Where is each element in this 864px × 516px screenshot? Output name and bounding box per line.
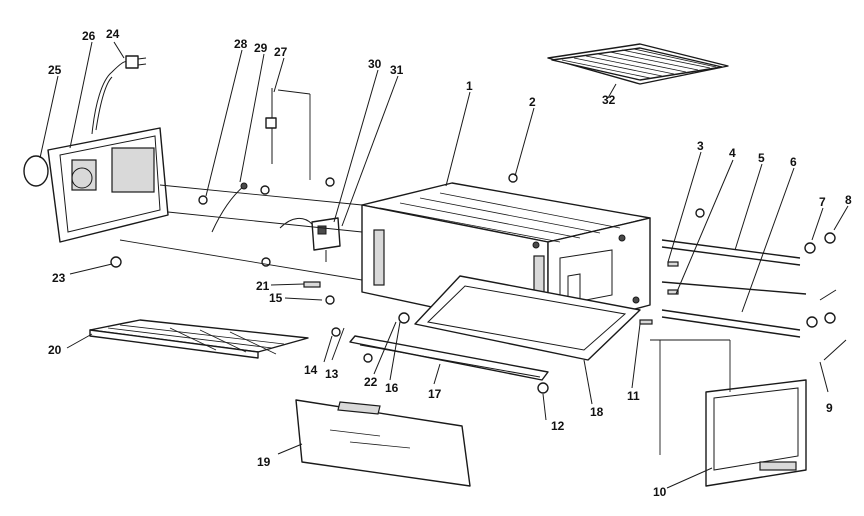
callout-10: 10 bbox=[653, 485, 667, 499]
control-panel-housing bbox=[47, 127, 169, 243]
callout-9: 9 bbox=[826, 401, 833, 415]
front-trim-strip bbox=[349, 335, 549, 381]
leader-lines bbox=[39, 41, 849, 489]
callout-31: 31 bbox=[390, 63, 404, 77]
callout-26: 26 bbox=[82, 29, 96, 43]
callout-24: 24 bbox=[106, 27, 120, 41]
right-side-panel bbox=[705, 379, 807, 487]
callout-15: 15 bbox=[269, 291, 283, 305]
callout-19: 19 bbox=[257, 455, 271, 469]
callout-12: 12 bbox=[551, 419, 565, 433]
callout-7: 7 bbox=[819, 195, 826, 209]
assembly-guide-lines bbox=[119, 89, 731, 455]
wire-rack bbox=[547, 43, 729, 85]
callout-29: 29 bbox=[254, 41, 268, 55]
bake-tray bbox=[89, 319, 309, 359]
callout-17: 17 bbox=[428, 387, 442, 401]
element-lead bbox=[265, 88, 277, 164]
callout-8: 8 bbox=[845, 193, 852, 207]
callout-1: 1 bbox=[466, 79, 473, 93]
callout-18: 18 bbox=[590, 405, 604, 419]
heating-elements bbox=[661, 232, 847, 361]
small-hardware bbox=[110, 173, 705, 394]
door-frame bbox=[414, 275, 641, 361]
callout-30: 30 bbox=[368, 57, 382, 71]
glass-door bbox=[295, 399, 471, 487]
power-cord bbox=[91, 55, 147, 135]
callout-13: 13 bbox=[325, 367, 339, 381]
callout-11: 11 bbox=[627, 389, 640, 403]
callout-4: 4 bbox=[729, 146, 736, 160]
callout-25: 25 bbox=[48, 63, 62, 77]
callout-23: 23 bbox=[52, 271, 66, 285]
wiring-harness bbox=[198, 177, 335, 233]
callout-6: 6 bbox=[790, 155, 797, 169]
callout-3: 3 bbox=[697, 139, 704, 153]
callout-27: 27 bbox=[274, 45, 288, 59]
callout-labels: 1 2 3 4 5 6 7 8 9 10 11 12 13 14 15 16 1… bbox=[48, 27, 852, 499]
callout-2: 2 bbox=[529, 95, 536, 109]
callout-28: 28 bbox=[234, 37, 248, 51]
callout-16: 16 bbox=[385, 381, 399, 395]
callout-20: 20 bbox=[48, 343, 62, 357]
callout-22: 22 bbox=[364, 375, 378, 389]
callout-32: 32 bbox=[602, 93, 616, 107]
thermostat-switch bbox=[279, 217, 341, 262]
callout-21: 21 bbox=[256, 279, 270, 293]
control-knob bbox=[23, 155, 49, 187]
callout-14: 14 bbox=[304, 363, 318, 377]
callout-5: 5 bbox=[758, 151, 765, 165]
